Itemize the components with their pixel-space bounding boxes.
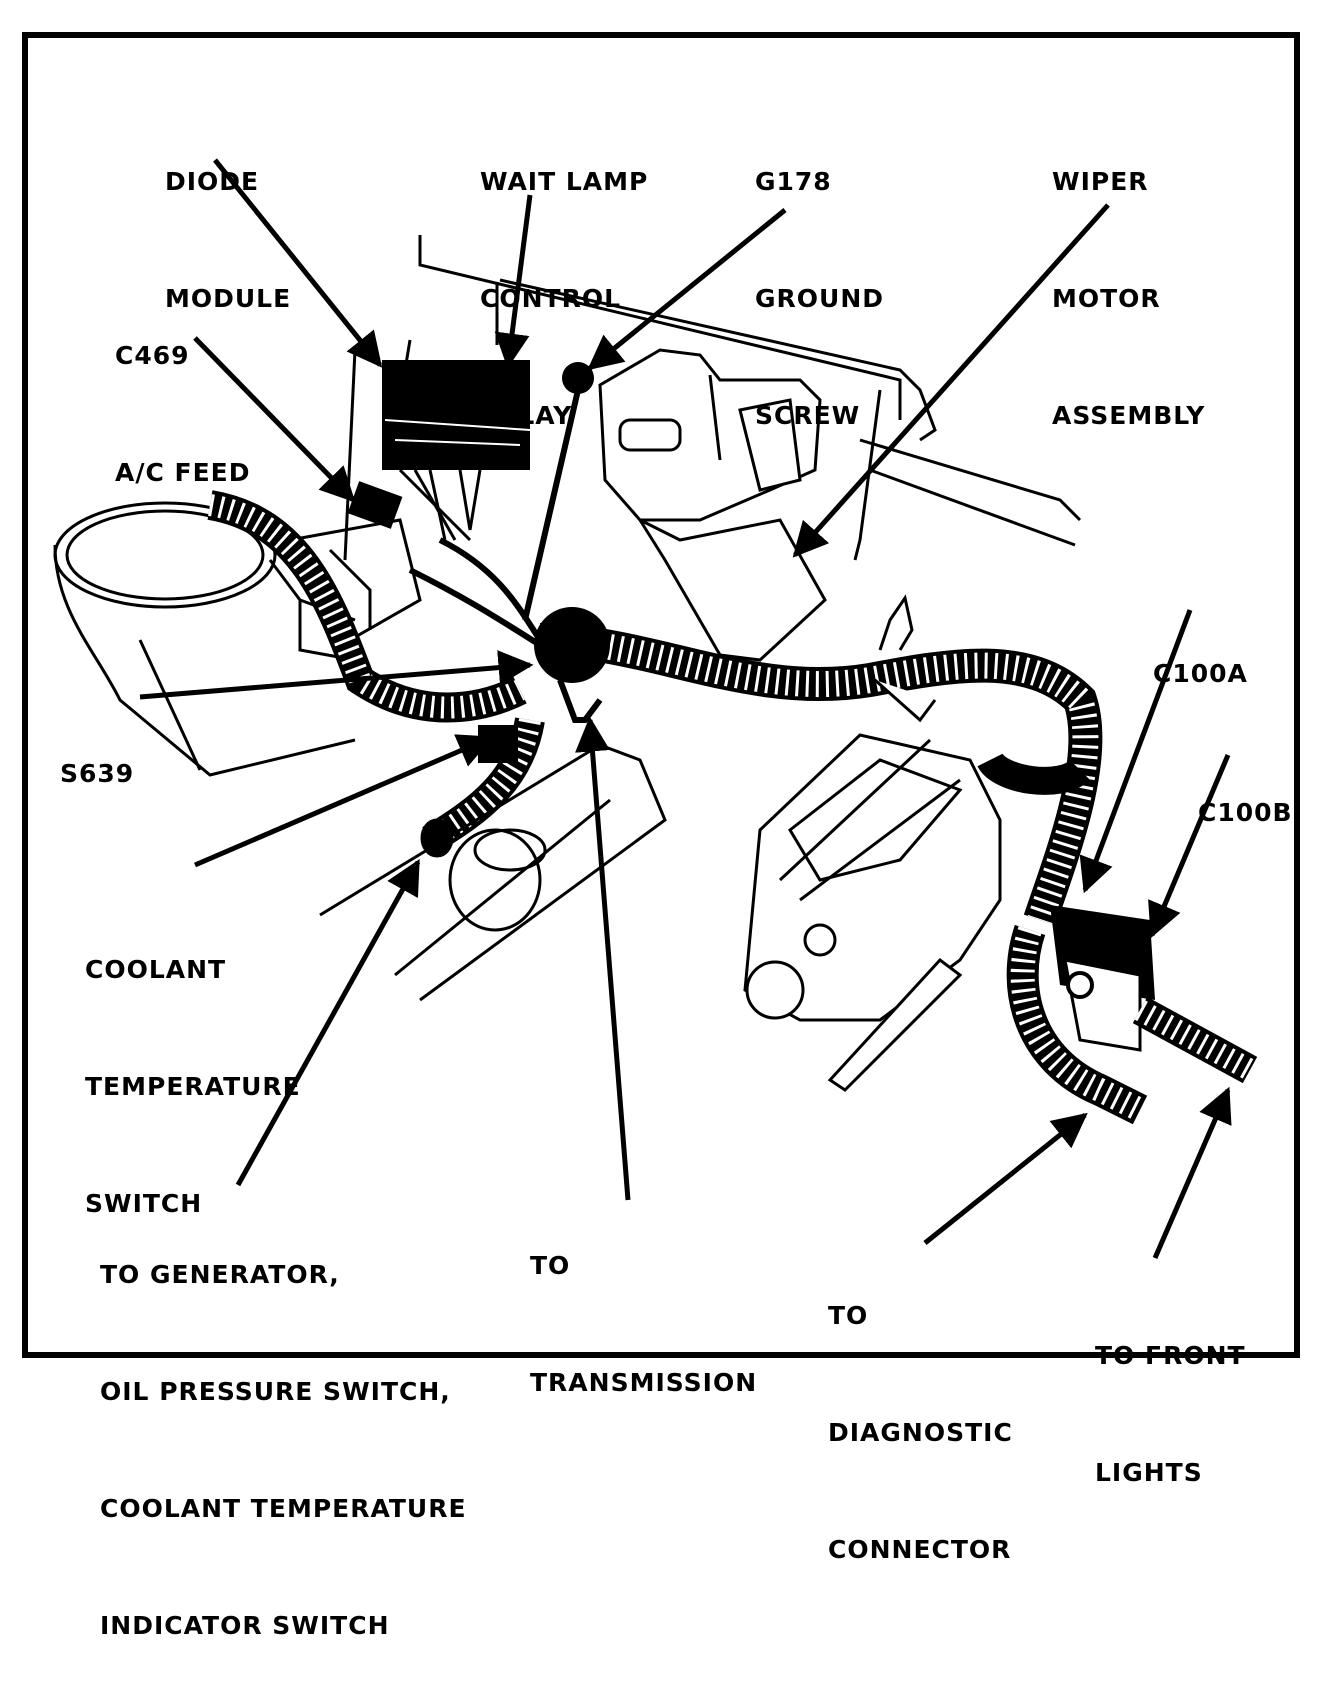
label-line: TO [828, 1301, 869, 1330]
arrow-diode-module [213, 158, 383, 368]
arrow-c100a [1079, 609, 1193, 894]
label-c100b: C100B [1198, 715, 1293, 871]
arrow-g178 [587, 208, 787, 371]
arrow-front-lights [1152, 1086, 1232, 1259]
label-line: COOLANT TEMPERATURE [100, 1494, 467, 1523]
label-line: ASSEMBLY [1052, 401, 1206, 430]
label-line: MOTOR [1052, 284, 1161, 313]
label-line: TO FRONT [1095, 1341, 1246, 1370]
firewall-cowl [343, 235, 1082, 561]
label-to-diagnostic-connector: TO DIAGNOSTIC CONNECTOR [828, 1218, 1013, 1608]
arrow-wiper [792, 203, 1110, 558]
arrow-wait-lamp [494, 194, 533, 369]
label-line: SCREW [755, 401, 861, 430]
label-line: C100B [1198, 798, 1293, 827]
label-line: S639 [60, 759, 135, 788]
transmission-lead [557, 678, 603, 723]
label-line: C469 [115, 341, 190, 370]
label-line: C100A [1153, 659, 1248, 688]
label-line: INDICATOR SWITCH [100, 1611, 390, 1640]
label-line: LIGHTS [1095, 1458, 1203, 1487]
arrow-generator [235, 858, 421, 1187]
main-harness [207, 490, 1103, 926]
coolant-temp-switch-connector [478, 725, 518, 763]
valve-cover [319, 743, 667, 1002]
wiper-motor [598, 348, 827, 662]
ground-strap [522, 389, 581, 621]
arrow-s639 [139, 650, 534, 700]
label-c469-ac-feed: C469 A/C FEED [115, 258, 251, 531]
label-line: RELAY [480, 401, 573, 430]
label-line: GROUND [755, 284, 884, 313]
label-line: CONNECTOR [828, 1535, 1012, 1564]
label-line: TRANSMISSION [530, 1368, 758, 1397]
arrow-c100b [1148, 754, 1231, 939]
arrow-transmission [575, 716, 631, 1201]
label-line: A/C FEED [115, 458, 251, 487]
arrow-diagnostic [923, 1112, 1088, 1245]
label-line: OIL PRESSURE SWITCH, [100, 1377, 451, 1406]
label-line: WAIT LAMP [480, 167, 649, 196]
label-s639: S639 [60, 676, 134, 832]
label-line: G178 [755, 167, 832, 196]
label-line: DIAGNOSTIC [828, 1418, 1013, 1447]
label-line: TO GENERATOR, [100, 1260, 340, 1289]
label-line: WIPER [1052, 167, 1149, 196]
c469-connector [347, 481, 403, 529]
label-wiper-motor-assembly: WIPER MOTOR ASSEMBLY [1052, 84, 1205, 474]
label-to-front-lights: TO FRONT LIGHTS [1095, 1258, 1246, 1531]
label-g178-ground-screw: G178 GROUND SCREW [755, 84, 884, 474]
label-line: CONTROL [480, 284, 622, 313]
label-to-generator: TO GENERATOR, OIL PRESSURE SWITCH, COOLA… [100, 1177, 467, 1684]
engine-wiring-illustration [53, 158, 1258, 1259]
label-to-transmission: TO TRANSMISSION [530, 1168, 757, 1441]
leader-arrows [139, 158, 1232, 1259]
diode-module-block [382, 360, 531, 542]
diagram-frame [22, 32, 1300, 1358]
label-diode-module: DIODE MODULE [165, 84, 291, 357]
arrow-c469 [193, 336, 356, 503]
label-line: SWITCH [85, 1189, 203, 1218]
g178-ground-screw [562, 362, 594, 394]
label-line: DIODE [165, 167, 260, 196]
label-coolant-temperature-switch: COOLANT TEMPERATURE SWITCH [85, 872, 301, 1262]
label-c100a: C100A [1153, 576, 1248, 732]
label-line: TEMPERATURE [85, 1072, 301, 1101]
label-wait-lamp-control-relay: WAIT LAMP CONTROL RELAY [480, 84, 648, 474]
master-cylinder [743, 594, 1002, 1092]
arrow-coolant [194, 734, 494, 868]
label-line: MODULE [165, 284, 292, 313]
label-line: TO [530, 1251, 571, 1280]
label-line: COOLANT [85, 955, 227, 984]
s639-splice [534, 607, 610, 683]
c100-connectors [1050, 905, 1155, 1052]
harness-leads [1006, 924, 1258, 1125]
